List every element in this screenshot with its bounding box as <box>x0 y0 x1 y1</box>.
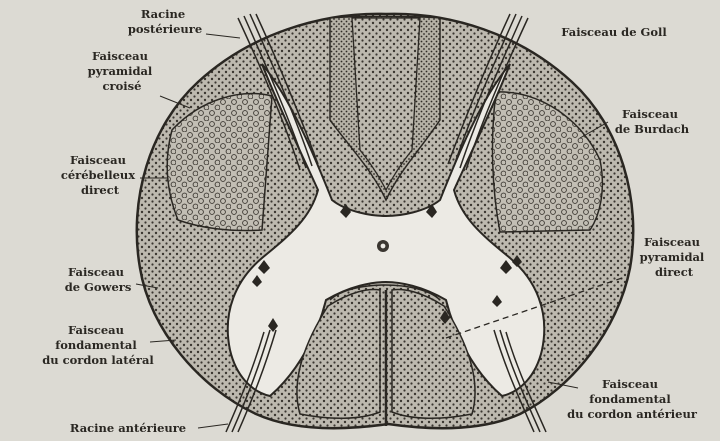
label-faisceau-de-goll: Faisceau de Goll <box>561 25 667 39</box>
label-faisceau-pyramidal-direct: Faisceau pyramidal direct <box>640 235 709 279</box>
leader-racine-anterieure <box>198 424 228 428</box>
leader-racine-posterieure <box>206 34 240 38</box>
label-faisceau-fondamental-cordon-anterieur: Faisceau fondamental du cordon antérieur <box>567 377 698 421</box>
label-racine-anterieure: Racine antérieure <box>70 421 186 435</box>
label-racine-posterieure: Racine postérieure <box>128 7 202 36</box>
label-faisceau-fondamental-cordon-lateral: Faisceau fondamental du cordon latéral <box>42 323 154 367</box>
label-faisceau-pyramidal-croise: Faisceau pyramidal croisé <box>88 49 157 93</box>
label-faisceau-de-burdach: Faisceau de Burdach <box>615 107 690 136</box>
label-faisceau-cerebelleux-direct: Faisceau cérébelleux direct <box>61 153 139 197</box>
label-faisceau-de-gowers: Faisceau de Gowers <box>65 265 132 294</box>
